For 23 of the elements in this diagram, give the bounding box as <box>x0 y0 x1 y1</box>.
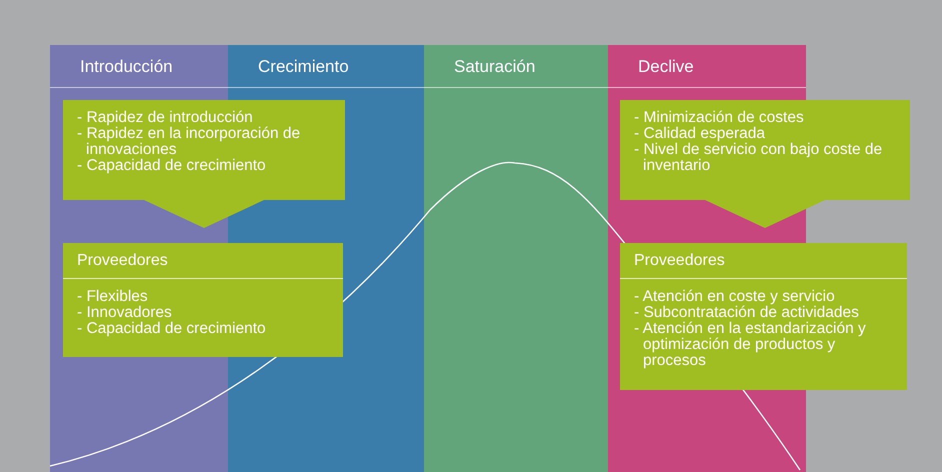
box-heading: Proveedores <box>620 243 907 279</box>
list-item: - Atención en la estandarización y optimización de productos y procesos <box>634 321 867 369</box>
callout-box <box>620 100 910 228</box>
phase-band <box>424 45 608 472</box>
list-item: - Nivel de servicio con bajo coste de inventario <box>634 142 884 174</box>
list-item: - Capacidad de crecimiento <box>77 158 267 174</box>
list-item: - Rapidez en la incorporación de innovaciones <box>77 126 302 158</box>
supplier-box <box>63 243 343 357</box>
list-item: - Capacidad de crecimiento <box>77 321 267 337</box>
callout-box <box>63 100 345 228</box>
band-title: Declive <box>638 57 694 77</box>
supplier-box <box>620 243 907 390</box>
band-title: Crecimiento <box>258 57 349 77</box>
band-title: Introducción <box>80 57 173 77</box>
list-item: - Flexibles <box>77 289 149 305</box>
list-item: - Minimización de costes <box>634 110 805 126</box>
list-item: - Innovadores <box>77 305 173 321</box>
box-heading: Proveedores <box>63 243 343 279</box>
list-item: - Calidad esperada <box>634 126 766 142</box>
band-title: Saturación <box>454 57 536 77</box>
list-item: - Atención en coste y servicio <box>634 289 836 305</box>
list-item: - Subcontratación de actividades <box>634 305 860 321</box>
list-item: - Rapidez de introducción <box>77 110 254 126</box>
